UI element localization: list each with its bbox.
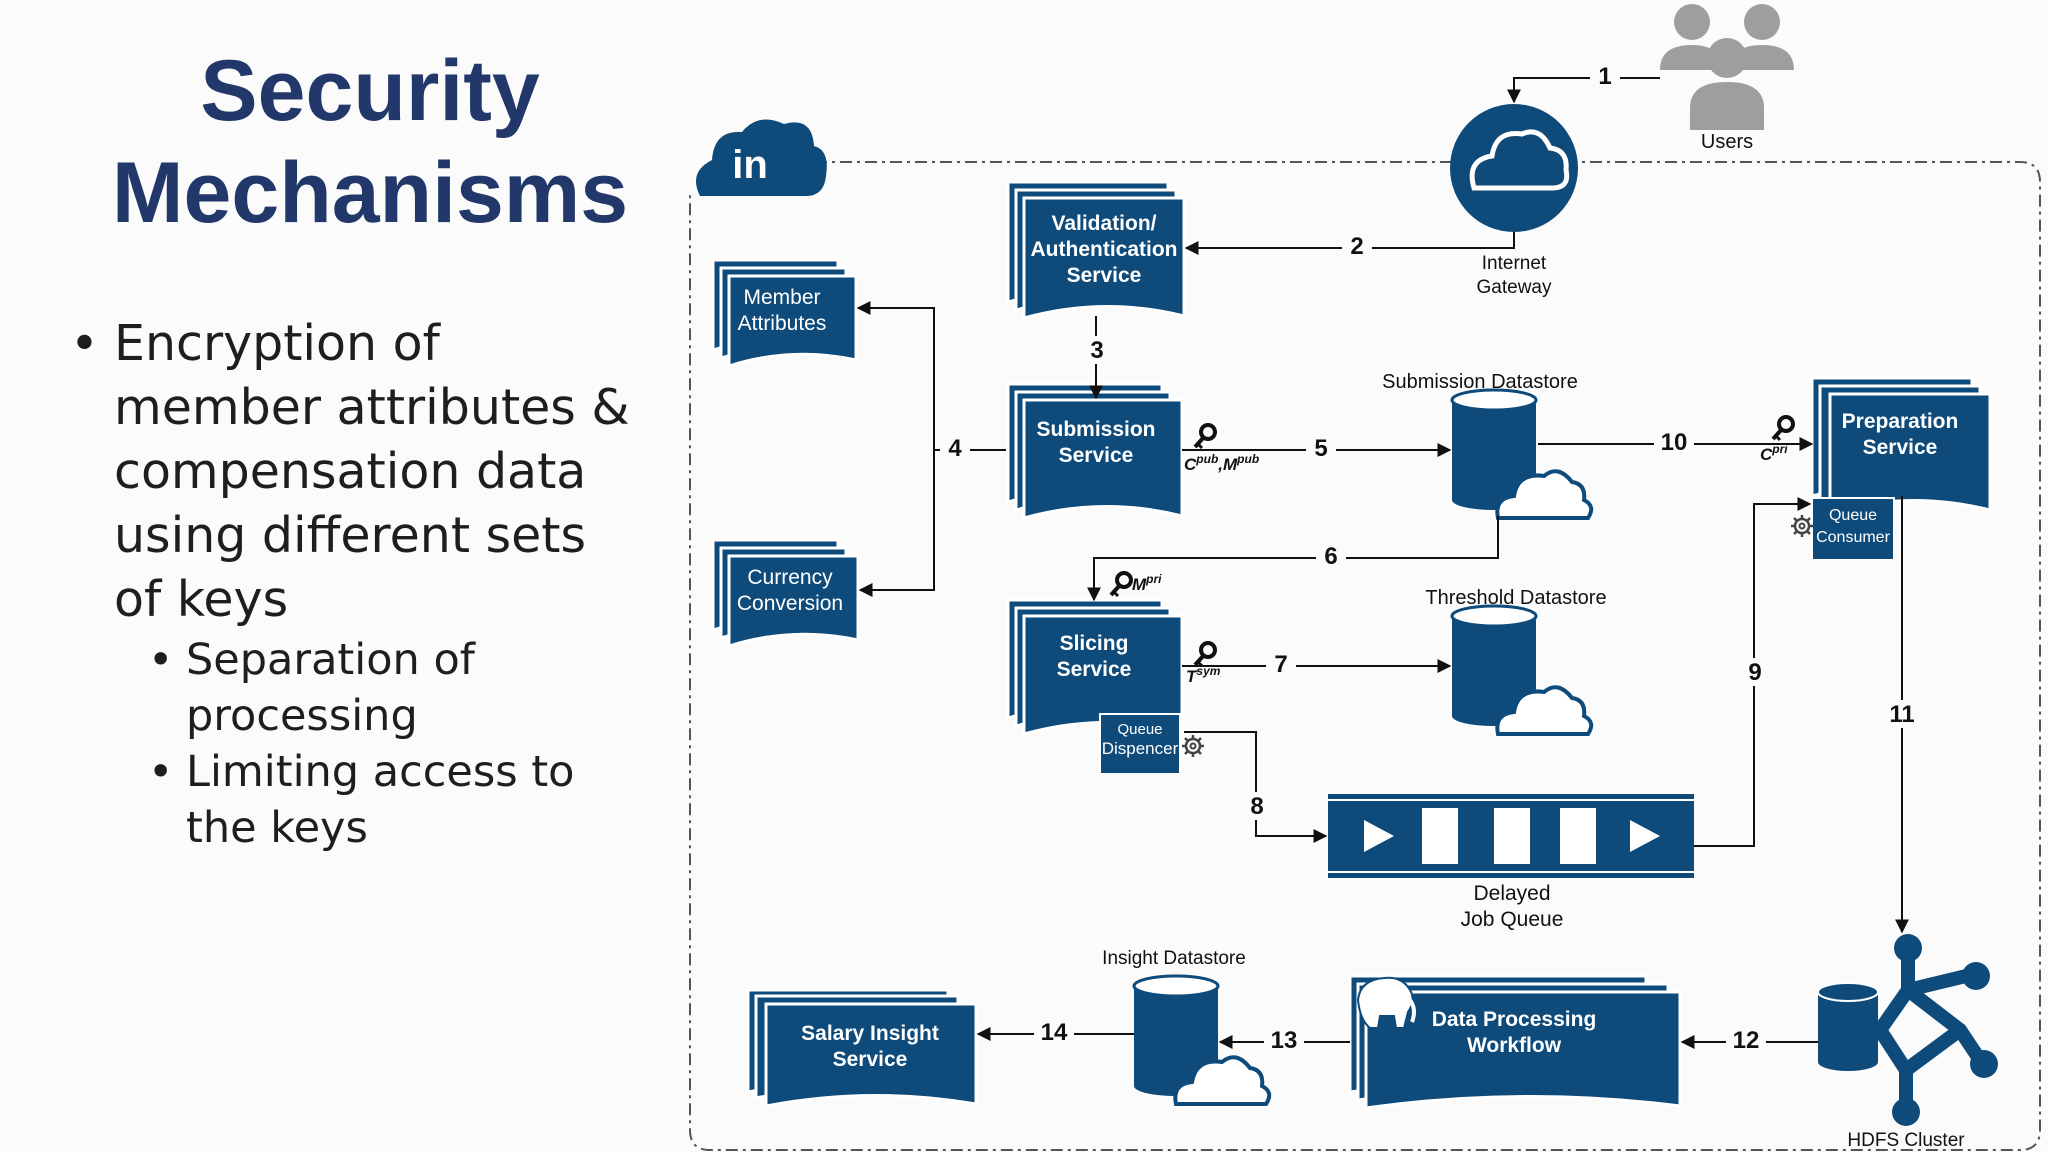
- slicing-out-key-icon: [1193, 641, 1217, 668]
- arrow-6: [1087, 516, 1499, 602]
- submission-datastore: [1450, 388, 1538, 510]
- dispencer-line1: Queue: [1117, 721, 1162, 738]
- hdfs-cluster: [1817, 934, 1998, 1126]
- delayed-queue-line1: Delayed: [1473, 882, 1550, 905]
- dispencer-gear-icon: [1180, 733, 1206, 759]
- hadoop-elephant-icon: [1356, 976, 1416, 1029]
- step-5: 5: [1314, 435, 1327, 462]
- data-processing-line1: Data Processing: [1432, 1008, 1597, 1031]
- arrow-4-members: [856, 301, 946, 451]
- validation-service: Validation/ Authentication Service: [1006, 180, 1186, 320]
- preparation-key-label: Cpri: [1760, 442, 1788, 464]
- svg-text:in: in: [732, 143, 768, 187]
- validation-line2: Authentication: [1031, 238, 1178, 261]
- hdfs-label: HDFS Cluster: [1847, 1130, 1965, 1151]
- submission-key-icon: [1193, 423, 1217, 450]
- dispencer-line2: Dispencer: [1102, 739, 1179, 758]
- salary-insight-service: Salary Insight Service: [746, 988, 978, 1108]
- preparation-key-icon: [1771, 415, 1795, 442]
- step-10: 10: [1661, 429, 1688, 456]
- delayed-queue-line2: Job Queue: [1461, 908, 1564, 931]
- internet-gateway-icon: [1450, 104, 1578, 232]
- consumer-line1: Queue: [1829, 507, 1877, 524]
- consumer-gear-icon: [1789, 513, 1815, 539]
- queue-dispencer: Queue Dispencer: [1099, 713, 1181, 775]
- arrow-1: [1507, 77, 1660, 104]
- step-labels: 1 2 3 4 5 6 7 8 9 10 11 12 13 14: [940, 62, 1922, 1054]
- consumer-line2: Consumer: [1816, 529, 1890, 546]
- validation-line3: Service: [1067, 264, 1142, 287]
- slicing-in-key-label: Mpri: [1132, 572, 1162, 594]
- salary-insight-line2: Service: [833, 1048, 908, 1071]
- sub-bullet-limiting: Limiting access to the keys: [148, 744, 630, 856]
- arrow-2: [1184, 232, 1515, 255]
- insight-datastore: [1132, 974, 1220, 1096]
- users-icon: [1660, 4, 1794, 130]
- gateway-label-line1: Internet: [1482, 253, 1547, 274]
- submission-datastore-label: Submission Datastore: [1382, 371, 1578, 393]
- users-label: Users: [1701, 131, 1753, 153]
- preparation-line2: Service: [1863, 436, 1938, 459]
- member-attributes-line2: Attributes: [738, 312, 827, 335]
- step-12: 12: [1733, 1027, 1760, 1054]
- slicing-line1: Slicing: [1060, 632, 1129, 655]
- data-processing-line2: Workflow: [1467, 1034, 1562, 1057]
- preparation-service: Preparation Service: [1810, 376, 1992, 514]
- step-6: 6: [1324, 543, 1337, 570]
- threshold-datastore-label: Threshold Datastore: [1425, 587, 1606, 609]
- step-9: 9: [1748, 659, 1761, 686]
- submission-key-label: Cpub,Mpub: [1184, 452, 1259, 474]
- step-3: 3: [1090, 337, 1103, 364]
- bullet-list: Encryption of member attributes & compen…: [70, 312, 630, 856]
- insight-datastore-label: Insight Datastore: [1102, 948, 1246, 969]
- submission-service: Submission Service: [1006, 382, 1184, 520]
- step-1: 1: [1598, 63, 1611, 90]
- step-11: 11: [1889, 701, 1914, 728]
- step-13: 13: [1271, 1027, 1298, 1054]
- slicing-in-key-icon: [1109, 571, 1133, 598]
- step-4: 4: [948, 435, 962, 462]
- linkedin-logo: in: [696, 119, 827, 196]
- gateway-label-line2: Gateway: [1477, 277, 1552, 298]
- arrow-8: [1184, 731, 1328, 843]
- validation-line1: Validation/: [1051, 212, 1156, 235]
- data-processing-workflow: Data Processing Workflow: [1348, 974, 1682, 1110]
- preparation-line1: Preparation: [1842, 410, 1959, 433]
- delayed-job-queue: [1328, 794, 1694, 878]
- currency-conversion-store: Currency Conversion: [711, 538, 860, 649]
- slide-title: Security Mechanisms: [60, 40, 680, 244]
- currency-conversion-line1: Currency: [747, 566, 833, 589]
- sub-bullet-separation: Separation of processing: [148, 632, 630, 744]
- step-14: 14: [1041, 1019, 1068, 1046]
- step-7: 7: [1274, 651, 1287, 678]
- linkedin-boundary: [689, 161, 2041, 1151]
- member-attributes-line1: Member: [743, 286, 820, 309]
- member-attributes-store: Member Attributes: [711, 258, 858, 369]
- step-8: 8: [1250, 793, 1263, 820]
- arrow-4-currency: [858, 450, 935, 597]
- salary-insight-line1: Salary Insight: [801, 1022, 939, 1045]
- slide-title-line2: Mechanisms: [111, 145, 629, 241]
- step-2: 2: [1350, 233, 1363, 260]
- queue-consumer: Queue Consumer: [1811, 497, 1895, 561]
- currency-conversion-line2: Conversion: [737, 592, 843, 615]
- slicing-out-key-label: Tsym: [1186, 664, 1221, 686]
- slide-title-line1: Security: [200, 43, 540, 139]
- submission-line1: Submission: [1036, 418, 1155, 441]
- bullet-main: Encryption of member attributes & compen…: [70, 312, 630, 632]
- slicing-line2: Service: [1057, 658, 1132, 681]
- submission-line2: Service: [1059, 444, 1134, 467]
